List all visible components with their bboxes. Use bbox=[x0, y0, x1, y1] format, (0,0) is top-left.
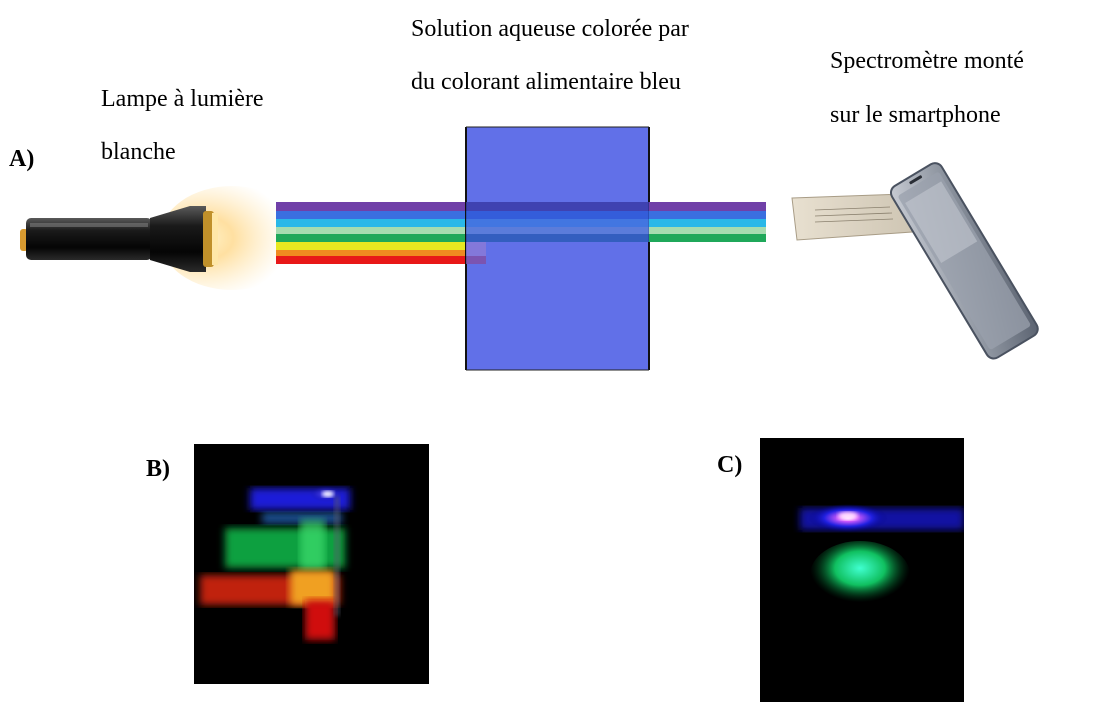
cuvette-solution bbox=[466, 127, 649, 370]
spectrum-photo-b bbox=[194, 444, 429, 684]
lamp-caption-line1: Lampe à lumière bbox=[101, 86, 264, 112]
beam-cyan bbox=[276, 219, 466, 227]
beam-red bbox=[276, 256, 486, 264]
lamp-caption-line2: blanche bbox=[101, 139, 176, 165]
panel-a-label: A) bbox=[9, 146, 35, 172]
spectrometer-caption-line2: sur le smartphone bbox=[830, 102, 1001, 128]
beam-green bbox=[276, 234, 466, 242]
out-beam-violet bbox=[649, 202, 766, 211]
transmitted-beams bbox=[649, 202, 766, 242]
smartphone-spectrometer-icon bbox=[791, 162, 1039, 360]
beams-in-solution bbox=[466, 202, 649, 264]
beam-yellow bbox=[276, 242, 466, 250]
solution-caption-line2: du colorant alimentaire bleu bbox=[411, 69, 681, 95]
incident-beams bbox=[276, 202, 486, 264]
panel-c-label: C) bbox=[717, 452, 743, 478]
solution-caption-line1: Solution aqueuse colorée par bbox=[411, 16, 689, 42]
beam-violet bbox=[276, 202, 466, 211]
out-beam-green bbox=[649, 234, 766, 242]
beam-blue bbox=[276, 211, 466, 219]
out-beam-blue bbox=[649, 211, 766, 219]
out-beam-lightgreen bbox=[649, 227, 766, 234]
beam-orange bbox=[276, 250, 466, 256]
spectrum-photo-c bbox=[760, 438, 964, 702]
flashlight-icon bbox=[20, 206, 218, 272]
beam-lightgreen bbox=[276, 227, 466, 234]
spectrometer-caption-line1: Spectromètre monté bbox=[830, 48, 1024, 74]
out-beam-cyan bbox=[649, 219, 766, 227]
panel-b-label: B) bbox=[146, 456, 170, 482]
